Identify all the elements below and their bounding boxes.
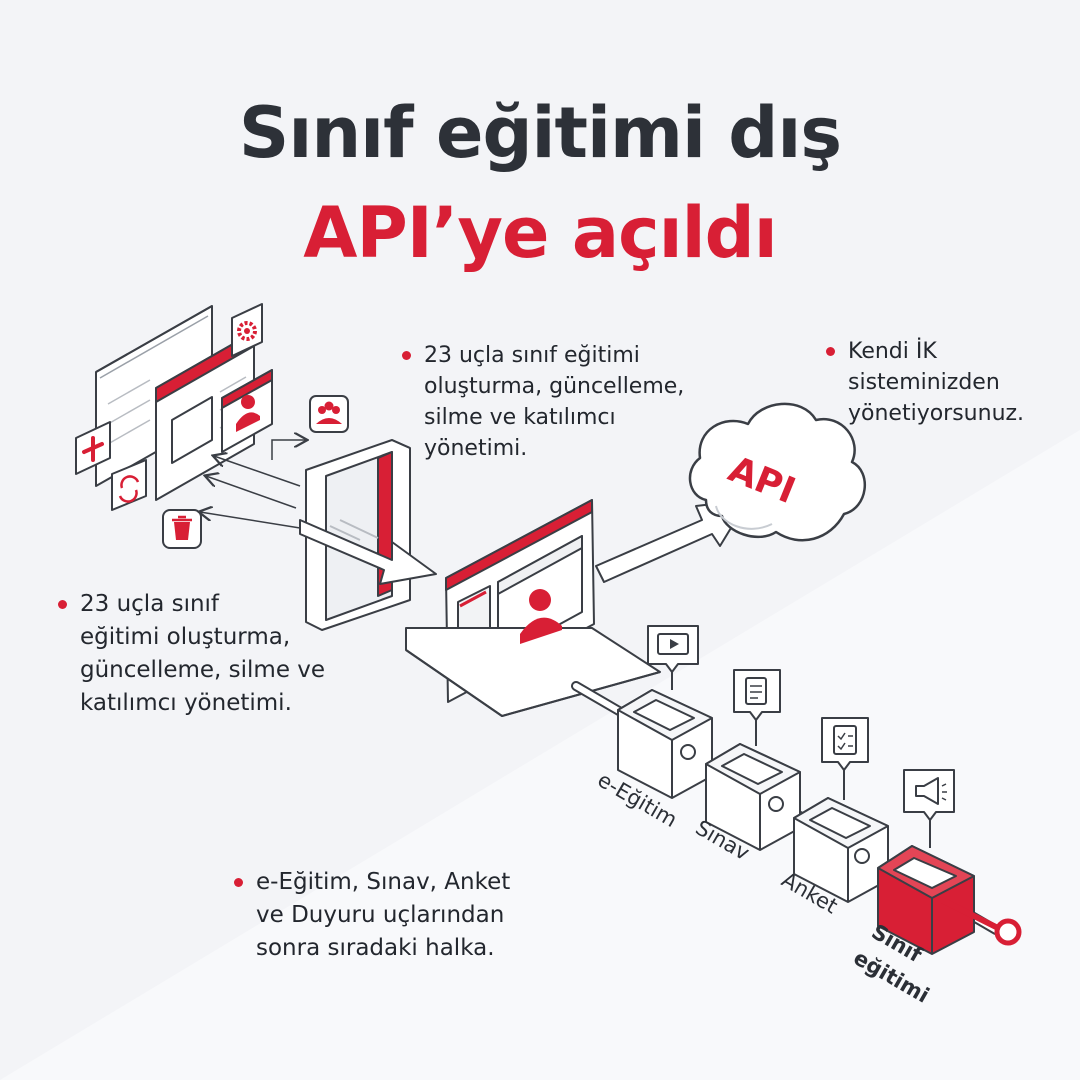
big-arrow-in — [299, 519, 437, 585]
bullet-bottom-line-2: ve Duyuru uçlarından — [256, 902, 505, 928]
flow-arrows — [200, 440, 306, 529]
bullet-bottom: e-Eğitim, Sınav, Anket ve Duyuru uçların… — [234, 866, 511, 965]
bullet-bottom-line-1: e-Eğitim, Sınav, Anket — [256, 869, 511, 895]
add-plus-icon — [75, 421, 111, 475]
bullet-top-line-3: silme ve katılımcı — [424, 405, 616, 430]
exam-paper-icon — [733, 669, 781, 746]
page-title-line-2: API’ye açıldı — [303, 192, 777, 274]
bullet-left-line-3: güncelleme, silme ve — [80, 657, 326, 683]
trash-icon — [162, 509, 202, 549]
bullet-right-line-3: yönetiyorsunuz. — [848, 401, 1025, 426]
bullet-dot — [826, 347, 835, 356]
bullet-dot — [58, 600, 67, 609]
window-stack — [95, 305, 273, 501]
settings-gear-icon — [231, 303, 263, 357]
chain-link-e-egitim — [617, 689, 713, 799]
bullet-top-line-4: yönetimi. — [424, 436, 528, 461]
bullet-dot — [234, 878, 243, 887]
bullet-top-line-1: 23 uçla sınıf eğitimi — [424, 343, 640, 368]
laptop — [405, 499, 661, 717]
bullet-left: 23 uçla sınıf eğitimi oluşturma, güncell… — [58, 588, 326, 720]
bullet-right-line-1: Kendi İK — [848, 339, 937, 364]
bullet-left-line-1: 23 uçla sınıf — [80, 591, 220, 617]
chain-link-sinif-egitimi — [877, 845, 1005, 955]
video-play-icon — [647, 625, 699, 690]
api-cloud: API — [688, 402, 866, 542]
bullet-right-line-2: sisteminizden — [848, 370, 1000, 395]
bullet-top: 23 uçla sınıf eğitimi oluşturma, güncell… — [402, 340, 685, 464]
bullet-top-line-2: oluşturma, güncelleme, — [424, 374, 685, 399]
people-group-icon — [309, 395, 349, 433]
chain-link-sinav — [705, 743, 801, 851]
bullet-dot — [402, 351, 411, 360]
megaphone-icon — [903, 769, 955, 848]
survey-clipboard-icon — [821, 717, 869, 800]
user-profile-icon — [236, 395, 260, 432]
refresh-icon — [111, 459, 147, 511]
user-profile-icon — [520, 589, 562, 644]
bullet-right: Kendi İK sisteminizden yönetiyorsunuz. — [826, 336, 1025, 429]
bullet-left-line-2: eğitimi oluşturma, — [80, 624, 291, 650]
bullet-bottom-line-3: sonra sıradaki halka. — [256, 935, 495, 961]
bullet-left-line-4: katılımcı yönetimi. — [80, 690, 292, 716]
page-title-line-1: Sınıf eğitimi dış — [238, 92, 842, 174]
